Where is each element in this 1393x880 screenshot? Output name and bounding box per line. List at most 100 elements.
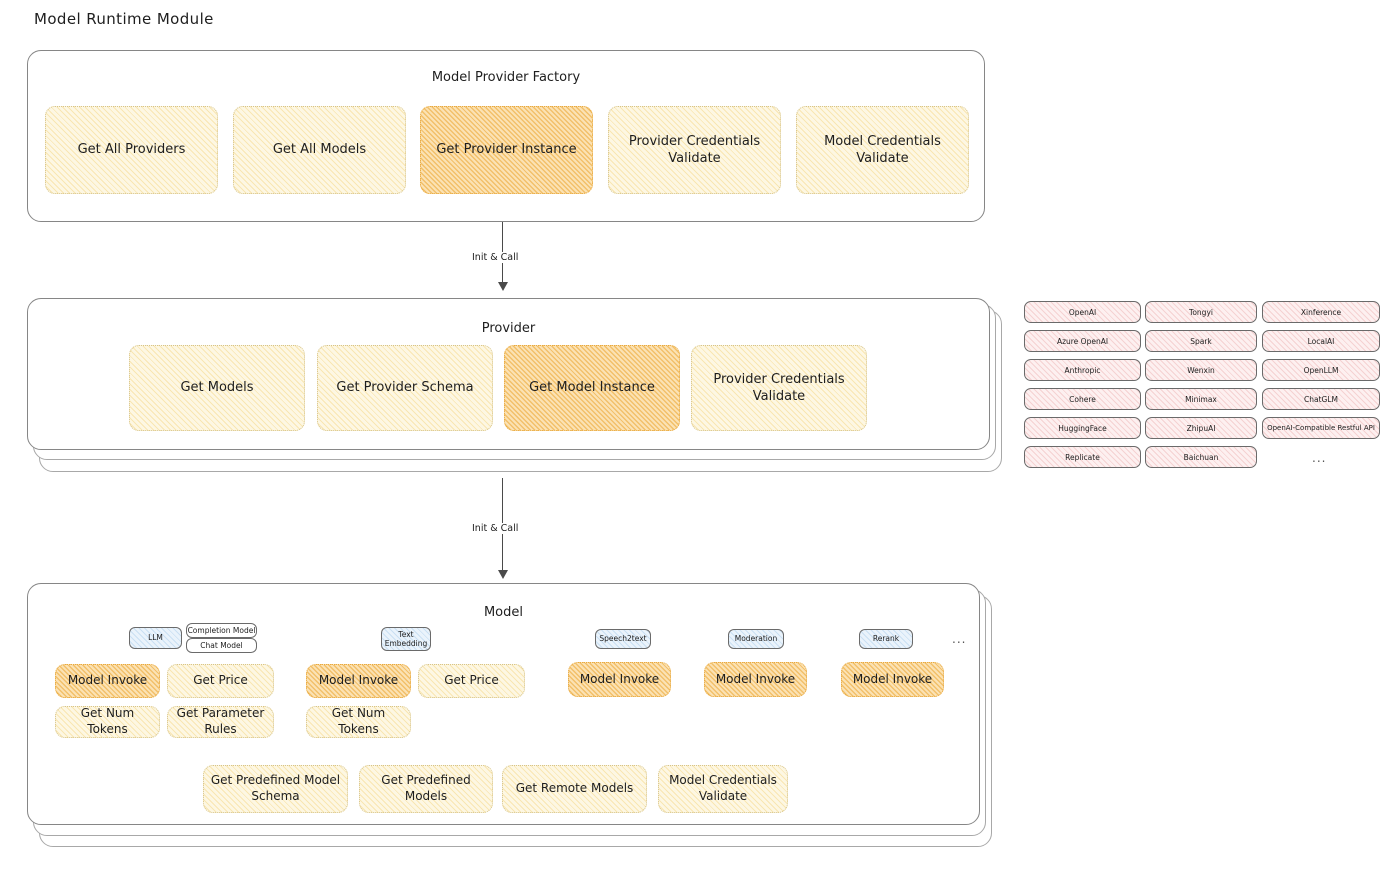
model-type-badge-moderation[interactable]: Moderation: [728, 629, 784, 649]
model-type-badge-rerank[interactable]: Rerank: [859, 629, 913, 649]
model-type-badge-label: Text Embedding: [384, 629, 428, 648]
model-method-llm-model-invoke[interactable]: Model Invoke: [55, 664, 160, 698]
model-method-llm-get-num-tokens[interactable]: Get Num Tokens: [55, 706, 160, 738]
factory-node-get-all-providers[interactable]: Get All Providers: [45, 106, 218, 194]
provider-chip-label: OpenLLM: [1303, 365, 1339, 375]
model-method-label: Model Invoke: [579, 671, 660, 686]
provider-chip-label: Minimax: [1185, 394, 1217, 404]
provider-chip-label: Azure OpenAI: [1056, 336, 1109, 346]
provider-node-label: Get Models: [180, 380, 254, 396]
model-shared-method-get-remote-models[interactable]: Get Remote Models: [502, 765, 647, 813]
provider-node-get-provider-schema[interactable]: Get Provider Schema: [317, 345, 493, 431]
provider-chip-label: Replicate: [1065, 452, 1100, 462]
factory-node-label: Get All Providers: [77, 142, 186, 158]
provider-chip-minimax[interactable]: Minimax: [1145, 388, 1257, 410]
provider-chip-label: OpenAI-Compatible Restful API: [1267, 424, 1375, 432]
model-method-label: Model Invoke: [67, 673, 148, 688]
provider-chip-label: OpenAI: [1068, 307, 1097, 317]
provider-chip-openllm[interactable]: OpenLLM: [1262, 359, 1380, 381]
model-method-label: Model Invoke: [852, 671, 933, 686]
factory-node-get-provider-instance[interactable]: Get Provider Instance: [420, 106, 593, 194]
provider-chip-openai-compatible-restful-api[interactable]: OpenAI-Compatible Restful API: [1262, 417, 1380, 439]
model-shared-method-get-predefined-model-schema[interactable]: Get Predefined Model Schema: [203, 765, 348, 813]
model-method-moderation-model-invoke[interactable]: Model Invoke: [704, 662, 807, 697]
provider-chip-label: LocalAI: [1307, 336, 1335, 346]
provider-list: OpenAI Azure OpenAI Anthropic Cohere Hug…: [1024, 301, 1380, 476]
provider-chip-baichuan[interactable]: Baichuan: [1145, 446, 1257, 468]
model-type-badge-label: Rerank: [872, 634, 900, 644]
provider-chip-spark[interactable]: Spark: [1145, 330, 1257, 352]
model-method-label: Get Num Tokens: [80, 706, 135, 736]
provider-chip-cohere[interactable]: Cohere: [1024, 388, 1141, 410]
provider-node-label: Provider Credentials Validate: [713, 371, 845, 404]
page-title: Model Runtime Module: [34, 10, 214, 28]
factory-node-label: Model Credentials Validate: [824, 133, 941, 166]
arrow-factory-to-provider-head: [498, 282, 508, 291]
provider-chip-replicate[interactable]: Replicate: [1024, 446, 1141, 468]
model-method-label: Model Invoke: [318, 673, 399, 688]
provider-chip-anthropic[interactable]: Anthropic: [1024, 359, 1141, 381]
provider-node-get-model-instance[interactable]: Get Model Instance: [504, 345, 680, 431]
model-shared-method-get-predefined-models[interactable]: Get Predefined Models: [359, 765, 493, 813]
provider-chip-tongyi[interactable]: Tongyi: [1145, 301, 1257, 323]
provider-chip-label: ZhipuAI: [1186, 423, 1216, 433]
model-type-badge-speech2text[interactable]: Speech2text: [595, 629, 651, 649]
provider-title: Provider: [481, 321, 536, 336]
factory-node-model-credentials-validate[interactable]: Model Credentials Validate: [796, 106, 969, 194]
model-method-label: Model Credentials Validate: [669, 773, 777, 803]
model-method-label: Get Parameter Rules: [176, 706, 265, 736]
model-subtag-chat-model[interactable]: Chat Model: [186, 638, 257, 653]
provider-chip-label: Baichuan: [1183, 452, 1219, 462]
model-method-label: Get Price: [444, 673, 499, 688]
provider-chip-localai[interactable]: LocalAI: [1262, 330, 1380, 352]
model-method-label: Get Num Tokens: [331, 706, 386, 736]
model-types-more: ...: [952, 632, 967, 646]
provider-chip-chatglm[interactable]: ChatGLM: [1262, 388, 1380, 410]
model-method-label: Get Price: [193, 673, 248, 688]
provider-chip-openai[interactable]: OpenAI: [1024, 301, 1141, 323]
factory-node-label: Get All Models: [272, 142, 367, 158]
model-type-badge-label: Moderation: [734, 634, 778, 644]
provider-chip-label: Spark: [1190, 336, 1212, 346]
factory-node-label: Get Provider Instance: [436, 142, 577, 158]
provider-chip-label: ChatGLM: [1304, 394, 1338, 404]
provider-chip-label: HuggingFace: [1058, 423, 1107, 433]
factory-node-label: Provider Credentials Validate: [628, 133, 761, 166]
provider-chip-label: Cohere: [1069, 394, 1096, 404]
provider-chip-label: Anthropic: [1064, 365, 1101, 375]
model-method-text-embedding-get-price[interactable]: Get Price: [418, 664, 525, 698]
model-type-badge-label: LLM: [148, 633, 163, 643]
model-method-llm-get-price[interactable]: Get Price: [167, 664, 274, 698]
arrow-factory-to-provider-label: Init & Call: [468, 252, 523, 263]
provider-chip-zhipuai[interactable]: ZhipuAI: [1145, 417, 1257, 439]
model-method-text-embedding-get-num-tokens[interactable]: Get Num Tokens: [306, 706, 411, 738]
provider-list-more: ...: [1312, 451, 1327, 465]
model-subtag-completion-model[interactable]: Completion Model: [186, 623, 257, 638]
model-type-badge-llm[interactable]: LLM: [129, 627, 182, 649]
model-type-badge-label: Speech2text: [599, 634, 647, 644]
provider-node-get-models[interactable]: Get Models: [129, 345, 305, 431]
provider-node-label: Get Model Instance: [529, 380, 655, 396]
model-method-text-embedding-model-invoke[interactable]: Model Invoke: [306, 664, 411, 698]
provider-chip-label: Wenxin: [1187, 365, 1215, 375]
provider-node-label: Get Provider Schema: [336, 380, 474, 396]
model-shared-method-model-credentials-validate[interactable]: Model Credentials Validate: [658, 765, 788, 813]
model-method-speech2text-model-invoke[interactable]: Model Invoke: [568, 662, 671, 697]
model-method-label: Model Invoke: [715, 671, 796, 686]
model-provider-factory-title: Model Provider Factory: [431, 70, 581, 85]
provider-node-provider-credentials-validate[interactable]: Provider Credentials Validate: [691, 345, 867, 431]
provider-chip-xinference[interactable]: Xinference: [1262, 301, 1380, 323]
model-method-llm-get-parameter-rules[interactable]: Get Parameter Rules: [167, 706, 274, 738]
provider-chip-huggingface[interactable]: HuggingFace: [1024, 417, 1141, 439]
model-method-label: Get Predefined Model Schema: [210, 773, 341, 803]
model-subtag-label: Chat Model: [200, 640, 243, 650]
arrow-provider-to-model-label: Init & Call: [468, 523, 523, 534]
factory-node-provider-credentials-validate[interactable]: Provider Credentials Validate: [608, 106, 781, 194]
model-method-label: Get Predefined Models: [381, 773, 471, 803]
model-method-rerank-model-invoke[interactable]: Model Invoke: [841, 662, 944, 697]
provider-chip-azure-openai[interactable]: Azure OpenAI: [1024, 330, 1141, 352]
provider-chip-wenxin[interactable]: Wenxin: [1145, 359, 1257, 381]
factory-node-get-all-models[interactable]: Get All Models: [233, 106, 406, 194]
model-subtag-label: Completion Model: [187, 625, 256, 635]
model-type-badge-text-embedding[interactable]: Text Embedding: [381, 627, 431, 651]
